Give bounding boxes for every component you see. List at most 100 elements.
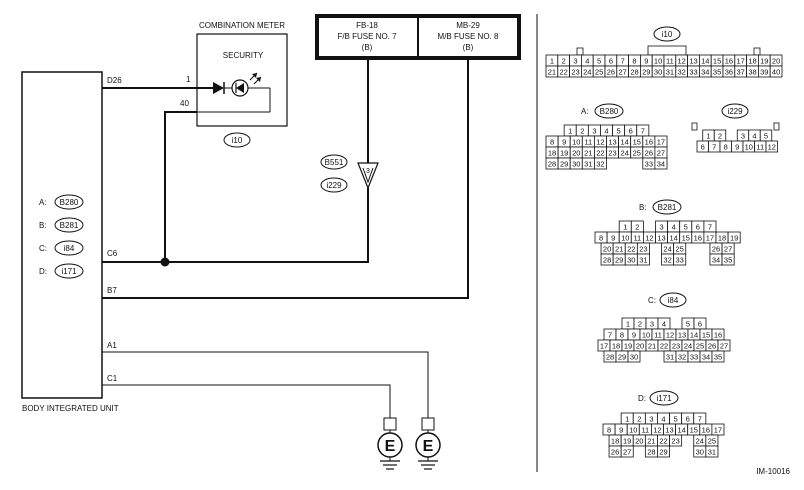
pin-number: 17 [714, 426, 722, 435]
pin-number: 8 [620, 331, 624, 340]
pin-number: 25 [708, 437, 716, 446]
pin-number: 23 [672, 342, 680, 351]
combination-meter-title: COMBINATION METER [199, 21, 285, 30]
pin-number: 26 [708, 342, 716, 351]
face-b281-oval [652, 199, 682, 215]
pin-number: 16 [694, 234, 702, 243]
fuse-mb-line2: M/B FUSE NO. 8 [438, 32, 499, 41]
pin-number: 10 [629, 426, 637, 435]
pin-number: 33 [676, 256, 684, 265]
pin-number: 4 [604, 127, 608, 136]
pin-number: 15 [702, 331, 710, 340]
pin-number: 11 [654, 331, 662, 340]
pin-number: 34 [712, 256, 720, 265]
meter-pin-40-label: 40 [180, 99, 189, 108]
ground-label-right: E [423, 438, 434, 455]
pin-number: 31 [708, 448, 716, 457]
pin-number: 30 [630, 353, 638, 362]
pin-number: 7 [708, 223, 712, 232]
pin-number: 34 [702, 353, 710, 362]
pin-number: 17 [600, 342, 608, 351]
pin-number: 20 [636, 342, 644, 351]
pin-number: 11 [756, 143, 764, 152]
pin-number: 29 [560, 160, 568, 169]
pin-cell [765, 140, 778, 153]
pin-number: 14 [669, 234, 677, 243]
pin-number: 11 [633, 234, 641, 243]
pin-cell [711, 350, 725, 363]
pin-number: 13 [689, 57, 697, 66]
pin-number: 8 [550, 138, 554, 147]
pin-number: 32 [678, 353, 686, 362]
pin-number: 33 [645, 160, 653, 169]
fuse-fb-line2: F/B FUSE NO. 7 [337, 32, 397, 41]
pin-number: 2 [635, 223, 639, 232]
pin-number: 21 [648, 342, 656, 351]
pin-number: 31 [639, 256, 647, 265]
pin-number: 14 [690, 331, 698, 340]
pin-number: 9 [619, 426, 623, 435]
pin-number: 27 [619, 68, 627, 77]
pin-number: 4 [585, 57, 589, 66]
pin-b7-label: B7 [107, 286, 117, 295]
pin-cell [654, 157, 668, 170]
pin-number: 25 [676, 245, 684, 254]
body-integrated-unit-box [21, 71, 103, 399]
pin-number: 35 [724, 256, 732, 265]
pin-number: 7 [698, 415, 702, 424]
body-unit-connector-c: C: i84 [39, 240, 84, 256]
pin-number: 22 [560, 68, 568, 77]
junction-bottom-code: i229 [326, 181, 342, 190]
pin-number: 26 [645, 149, 653, 158]
pin-number: 8 [632, 57, 636, 66]
pin-number: 1 [625, 415, 629, 424]
pin-number: 12 [645, 234, 653, 243]
pin-number: 7 [712, 143, 716, 152]
pin-number: 11 [641, 426, 649, 435]
pin-number: 20 [572, 149, 580, 158]
pin-number: 30 [627, 256, 635, 265]
body-unit-connector-d: D: i171 [39, 263, 84, 279]
pin-number: 3 [741, 132, 745, 141]
pin-number: 23 [639, 245, 647, 254]
pin-number: 1 [626, 320, 630, 329]
wire-c1 [102, 384, 391, 418]
pin-number: 31 [584, 160, 592, 169]
face-b280-oval [594, 103, 624, 119]
pin-number: 6 [609, 57, 613, 66]
pin-number: 2 [580, 127, 584, 136]
connector-c-oval [54, 240, 84, 256]
pin-number: 31 [666, 353, 674, 362]
pin-number: 6 [629, 127, 633, 136]
fuse-mb-line1: MB-29 [456, 21, 480, 30]
connector-d-code: i171 [61, 267, 77, 276]
pin-number: 24 [583, 68, 591, 77]
face-b281-label: B281 [658, 203, 677, 212]
pin-number: 28 [647, 448, 655, 457]
ground-icon-left [377, 417, 403, 470]
pin-number: 3 [649, 415, 653, 424]
face-i84-label: i84 [668, 296, 679, 305]
face-i171-prefix: D: [638, 394, 646, 403]
pin-a1-label: A1 [107, 341, 117, 350]
pin-number: 34 [657, 160, 665, 169]
pin-number: 27 [657, 149, 665, 158]
pin-number: 28 [548, 160, 556, 169]
pin-number: 26 [611, 448, 619, 457]
pin-number: 9 [611, 234, 615, 243]
pin-cell [627, 350, 641, 363]
pin-number: 6 [698, 320, 702, 329]
junction-pin-label: 3 [366, 168, 370, 175]
junction-top-code: B551 [325, 158, 344, 167]
pin-number: 25 [633, 149, 641, 158]
pin-number: 10 [572, 138, 580, 147]
pin-number: 23 [608, 149, 616, 158]
meter-connector-oval [223, 132, 251, 148]
pin-number: 21 [548, 68, 556, 77]
pin-number: 12 [596, 138, 604, 147]
connector-d-letter: D: [39, 267, 47, 276]
